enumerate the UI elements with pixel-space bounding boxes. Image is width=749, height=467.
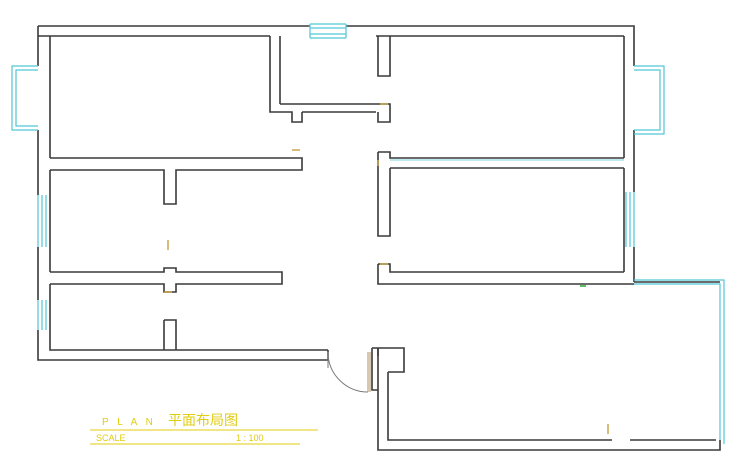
exterior-walls [37,25,721,451]
entry-door [327,352,371,393]
interior-walls [50,36,720,391]
windows [11,23,725,444]
title-underlines [90,429,318,445]
door-markers [164,103,609,434]
